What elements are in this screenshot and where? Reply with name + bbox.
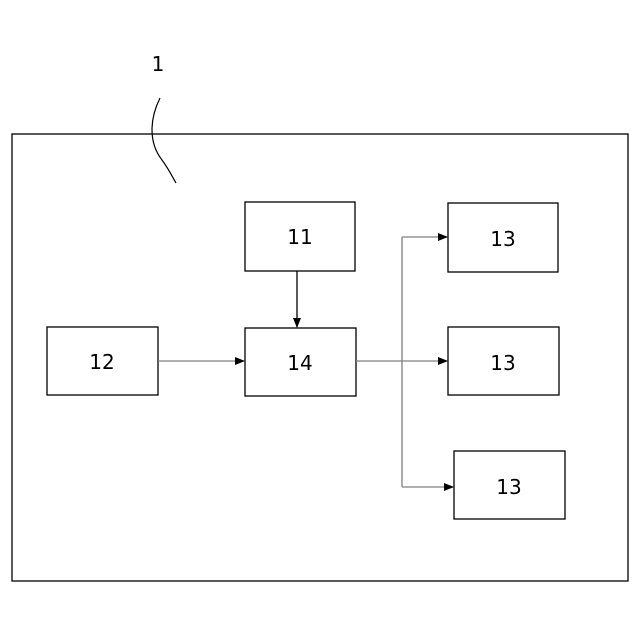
block-14-label: 14 — [287, 351, 312, 375]
block-13-middle: 13 — [448, 327, 559, 395]
block-12: 12 — [47, 327, 158, 395]
block-14: 14 — [245, 328, 356, 396]
reference-leader-line — [152, 98, 176, 183]
block-13-top: 13 — [448, 203, 558, 272]
block-13-top-label: 13 — [490, 227, 515, 251]
reference-numeral: 1 — [152, 52, 165, 76]
block-13-bottom: 13 — [454, 451, 565, 519]
block-13-bottom-label: 13 — [496, 475, 521, 499]
block-11: 11 — [245, 202, 355, 271]
block-12-label: 12 — [89, 350, 114, 374]
block-13-middle-label: 13 — [490, 351, 515, 375]
block-11-label: 11 — [287, 225, 312, 249]
